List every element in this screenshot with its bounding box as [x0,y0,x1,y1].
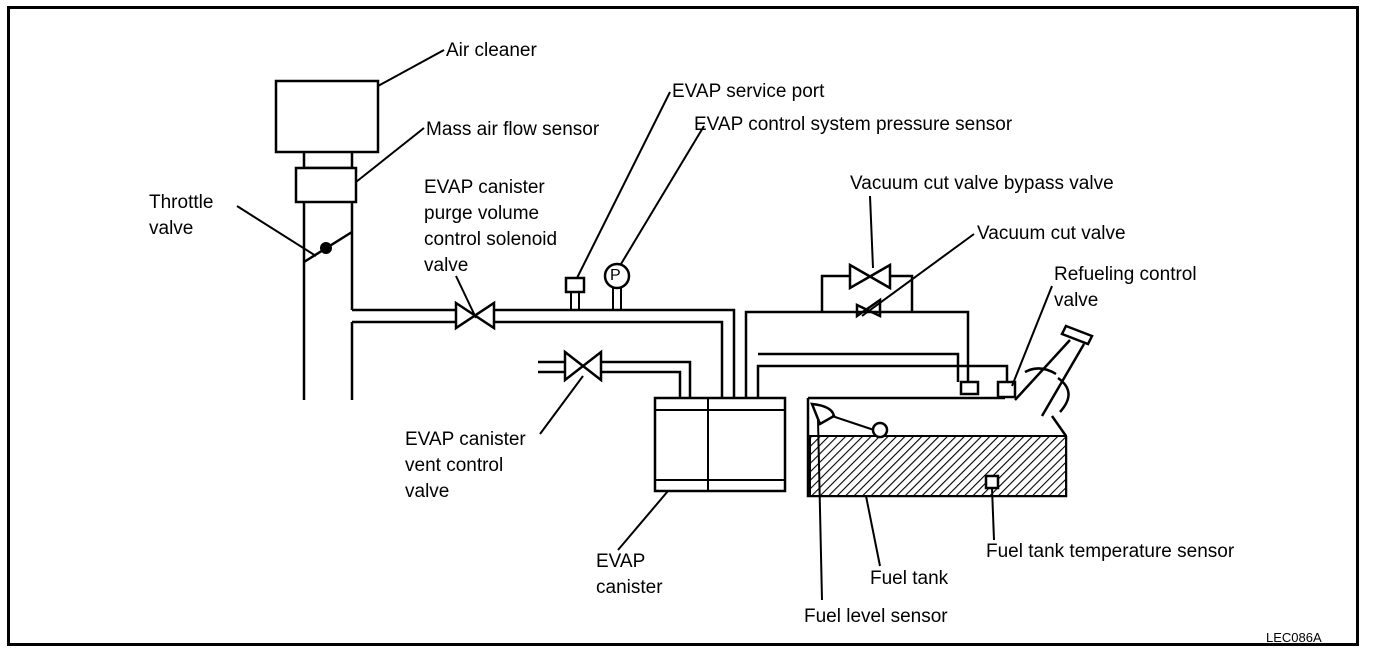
service-port [564,276,586,294]
label-refueling-control-valve: Refueling control valve [1054,264,1197,311]
intake-duct [302,202,354,400]
canister-partitions [655,398,785,491]
purge-control-valve [454,300,496,331]
vacuum-cut-valve-bypass-valve [848,262,892,291]
vent-line-right [601,360,692,398]
label-evap-canister: EVAP canister [596,551,663,598]
figure-code: LEC086A [1266,630,1322,645]
label-fuel-tank: Fuel tank [870,568,949,589]
tank-vapor-line-lower [756,352,1009,398]
pressure-sensor-symbol: P [610,267,621,284]
refueling-control-valve [996,380,1017,399]
pressure-sensor-stem [612,288,622,310]
diagram-frame [7,6,1359,646]
label-mass-air-flow-sensor: Mass air flow sensor [426,119,600,140]
mass-air-flow-sensor [294,166,358,204]
fuel-tank-temperature-sensor [984,474,1000,490]
fuel-level-hatched [809,435,1067,497]
pressure-sensor [603,262,631,290]
label-purge-volume-control-valve: EVAP canister purge volume control solen… [424,177,558,276]
leader-lines [236,49,1053,567]
vent-line-left [538,360,565,374]
label-fuel-level-sensor: Fuel level sensor [804,606,948,627]
float [871,421,889,439]
vent-control-valve [563,349,603,383]
evap-canister [653,396,787,493]
label-vent-control-valve: EVAP canister vent control valve [405,429,526,502]
label-pressure-sensor: EVAP control system pressure sensor [694,114,1013,135]
intake-neck [302,152,354,170]
vacuum-cut-valve [855,297,882,319]
tank-port-1 [959,380,980,396]
bypass-loop [820,274,914,312]
air-cleaner-box [274,79,380,154]
label-evap-service-port: EVAP service port [672,81,825,102]
label-air-cleaner: Air cleaner [446,40,537,61]
level-sensor-leader [817,419,823,601]
service-port-stem [570,292,580,310]
purge-line-right [494,308,736,398]
label-bypass-valve: Vacuum cut valve bypass valve [850,173,1114,194]
float-arm [831,415,875,431]
purge-line-left [352,308,456,324]
label-fuel-tank-temperature-sensor: Fuel tank temperature sensor [986,541,1235,562]
throttle-shaft [320,242,332,254]
filler-cap [1060,324,1094,346]
filler-neck [1014,339,1086,417]
label-throttle-valve: Throttle valve [149,192,214,239]
label-vacuum-cut-valve: Vacuum cut valve [977,223,1126,244]
filler-neck-base [1050,415,1068,437]
